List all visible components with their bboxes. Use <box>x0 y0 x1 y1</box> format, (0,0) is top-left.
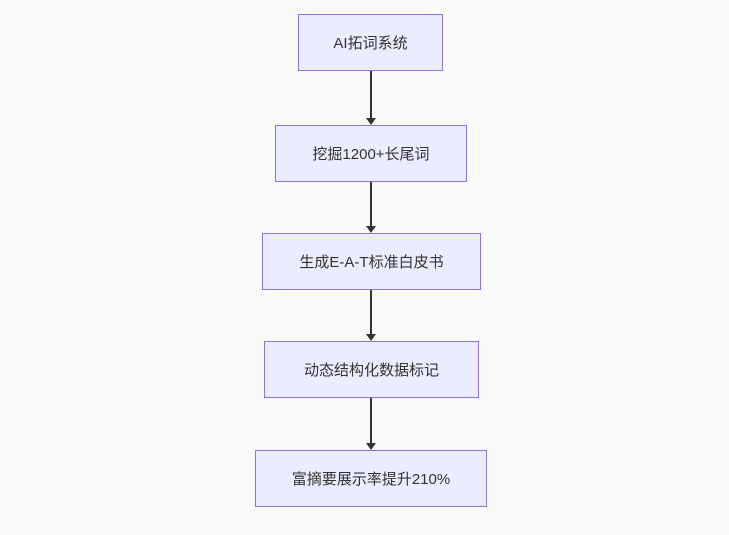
flow-node-rich-snippet-rate-increase: 富摘要展示率提升210% <box>255 450 487 507</box>
flow-node-longtail-keyword-mining: 挖掘1200+长尾词 <box>275 125 467 182</box>
arrow-connector-1 <box>366 71 376 125</box>
flow-node-ai-word-expansion-system: AI拓词系统 <box>298 14 443 71</box>
arrow-connector-4 <box>366 398 376 450</box>
flow-node-eat-standard-whitepaper: 生成E-A-T标准白皮书 <box>262 233 481 290</box>
arrow-connector-3 <box>366 290 376 341</box>
arrow-connector-2 <box>366 182 376 233</box>
flow-node-dynamic-structured-data-markup: 动态结构化数据标记 <box>264 341 479 398</box>
